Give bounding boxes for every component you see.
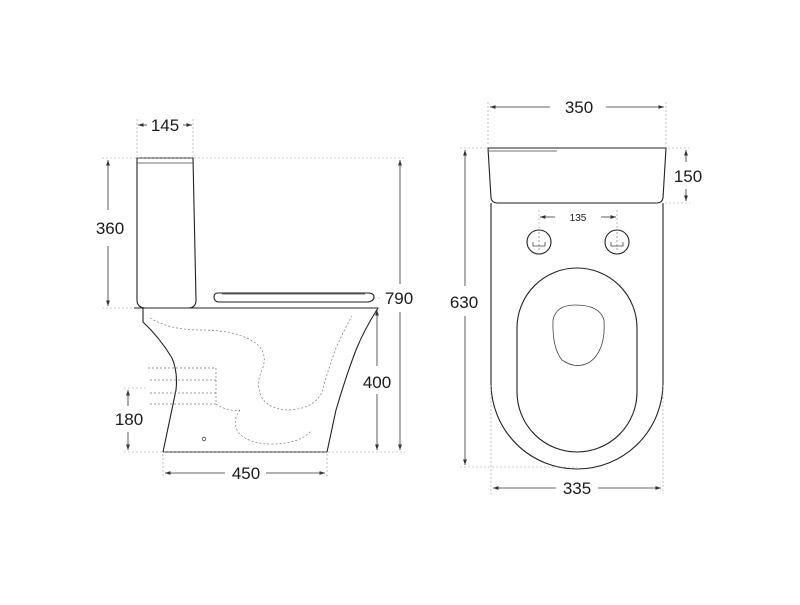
- top-flush-buttons: [526, 229, 630, 255]
- side-trapway-hidden: [148, 315, 353, 445]
- label-tank-depth: 145: [151, 116, 179, 135]
- label-side-length: 450: [232, 464, 260, 483]
- dim-seat-height: 400: [363, 310, 391, 450]
- label-seat-height: 400: [363, 373, 391, 392]
- label-outlet-height: 180: [115, 410, 143, 429]
- dim-side-length: 450: [165, 464, 325, 483]
- label-button-spacing: 135: [570, 213, 587, 224]
- dim-total-height: 790: [385, 160, 413, 450]
- flush-button-right: [604, 229, 630, 255]
- dim-tank-depth: 145: [138, 116, 192, 135]
- label-tank-height: 360: [96, 219, 124, 238]
- dim-button-spacing: 135: [540, 213, 616, 224]
- side-seat-lid: [213, 292, 375, 303]
- flush-button-left: [526, 229, 552, 255]
- dim-bowl-width: 335: [493, 479, 661, 498]
- side-tank: [136, 157, 197, 309]
- dim-outlet-height: 180: [115, 390, 143, 450]
- label-tank-width: 350: [565, 98, 593, 117]
- label-total-height: 790: [385, 289, 413, 308]
- top-view: 350 150 135 630 335: [450, 98, 702, 498]
- label-top-tank-depth: 150: [674, 167, 702, 186]
- label-bowl-width: 335: [563, 479, 591, 498]
- dim-top-length: 630: [450, 150, 478, 465]
- dim-tank-height: 360: [96, 160, 124, 306]
- dim-tank-width: 350: [490, 98, 664, 117]
- side-extension-lines: [102, 119, 405, 478]
- dim-top-tank-depth: 150: [674, 150, 702, 201]
- top-bowl: [490, 203, 664, 470]
- side-view: 145 360 790 400 180: [96, 116, 413, 483]
- top-extension-lines: [460, 102, 690, 494]
- label-top-length: 630: [450, 293, 478, 312]
- top-tank: [487, 147, 667, 204]
